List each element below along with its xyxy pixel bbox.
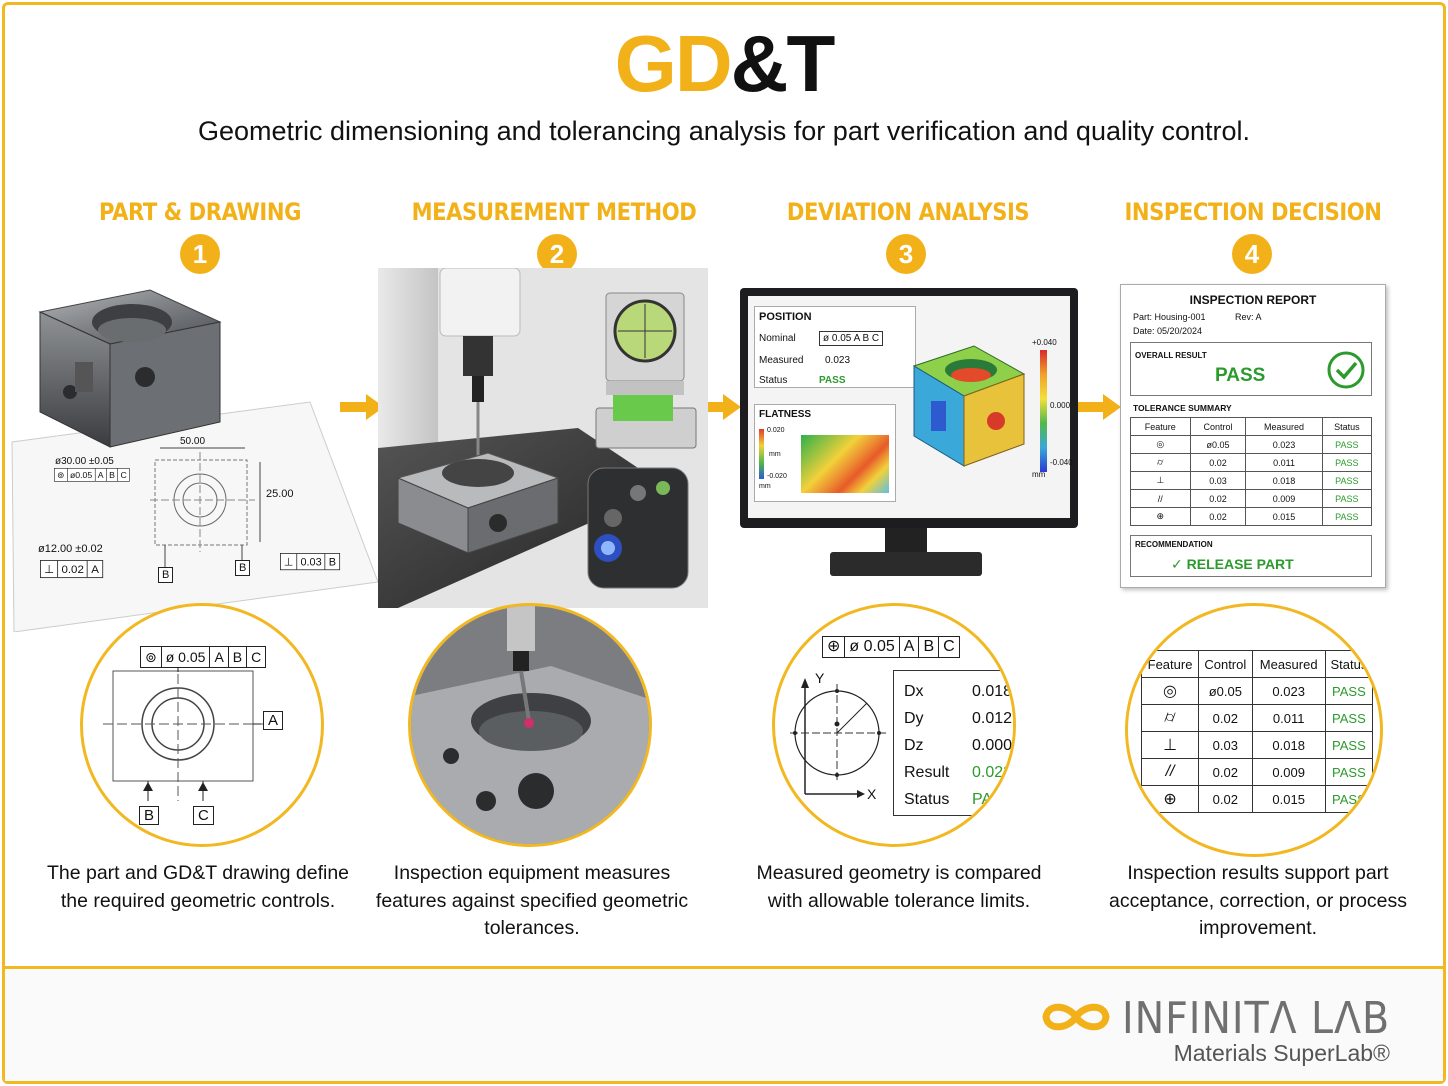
parallelism-icon: // <box>1130 489 1191 508</box>
drawing-hole-dimension: ø12.00 ±0.02 <box>38 543 103 555</box>
company-logo-text: INFINITΛ LΛB <box>1122 993 1391 1044</box>
flatness-color-scale <box>759 429 764 479</box>
deviation-results-panel: Dx 0.018 Dy 0.012 Dz 0.000 Result 0.023 … <box>893 670 1013 816</box>
step-2-caption: Inspection equipment measures features a… <box>375 862 689 939</box>
infinity-logo-icon <box>1042 1003 1110 1031</box>
drawing-height-dimension: 25.00 <box>266 488 294 500</box>
step-3-caption: Measured geometry is compared with allow… <box>756 862 1042 912</box>
monitor-neck <box>885 528 927 554</box>
check-circle-icon <box>1327 351 1365 389</box>
arrow-right-icon <box>697 394 741 420</box>
step-2-number: 2 <box>537 234 577 274</box>
page-subtitle: Geometric dimensioning and tolerancing a… <box>197 116 1251 146</box>
nominal-value: ø 0.05 A B C <box>819 331 884 346</box>
overall-result-value: PASS <box>1215 365 1266 386</box>
step-3-title: DEVIATION ANALYSIS <box>786 198 1030 226</box>
deviation-color-scale <box>1040 350 1047 472</box>
step-1-caption: The part and GD&T drawing define the req… <box>46 862 350 912</box>
position-label: POSITION <box>759 311 812 323</box>
flatness-heatmap <box>801 435 889 493</box>
status-value: PASS <box>819 375 846 386</box>
step-3-number: 3 <box>886 234 926 274</box>
footer <box>5 969 1443 1081</box>
footer-divider <box>5 966 1443 969</box>
arrow-right-icon <box>340 394 384 420</box>
company-tagline: Materials SuperLab® <box>1173 1040 1390 1066</box>
position-panel: POSITION Nominal ø 0.05 A B C Measured 0… <box>754 306 916 388</box>
measurement-equipment-illustration <box>378 268 708 608</box>
position-icon: ⊕ <box>1130 507 1191 526</box>
drawing-datum-b-right: B <box>235 560 251 576</box>
concentricity-icon: ◎ <box>1140 677 1200 705</box>
status-label: Status <box>759 375 788 386</box>
zoom-datum-c: C <box>193 806 214 825</box>
page-title: GD&T <box>614 19 836 108</box>
step-4-caption: Inspection results support part acceptan… <box>1108 862 1408 939</box>
arrow-right-icon <box>1077 394 1121 420</box>
cylindricity-icon: ⌭ <box>1130 453 1191 472</box>
drawing-width-dimension: 50.00 <box>180 436 206 447</box>
drawing-datum-b: B <box>158 567 174 583</box>
monitor-stand <box>830 552 982 576</box>
report-title: INSPECTION REPORT <box>1189 293 1317 307</box>
flatness-panel: FLATNESS 0.020 mm -0.020 mm <box>754 404 896 502</box>
perpendicularity-icon: ⊥ <box>1130 471 1191 490</box>
flatness-label: FLATNESS <box>759 409 812 420</box>
tolerance-summary-label: TOLERANCE SUMMARY <box>1133 403 1232 413</box>
position-icon: ⊕ <box>823 637 846 657</box>
step-2-title: MEASUREMENT METHOD <box>411 198 697 226</box>
concentricity-icon: ⊚ <box>141 647 162 667</box>
drawing-bore-dimension: ø30.00 ±0.05 <box>55 456 114 467</box>
measured-value: 0.023 <box>825 355 851 366</box>
perpendicularity-icon: ⊥ <box>1140 731 1200 759</box>
measured-label: Measured <box>759 355 804 366</box>
step-4-number: 4 <box>1232 234 1272 274</box>
concentricity-icon: ◎ <box>1130 435 1191 454</box>
step-1-number: 1 <box>180 234 220 274</box>
zoom-datum-b: B <box>139 806 160 825</box>
probe-zoom-circle <box>408 603 652 847</box>
part-and-drawing-illustration <box>11 289 379 632</box>
report-rev: Rev: A <box>1235 312 1262 322</box>
monitor: POSITION Nominal ø 0.05 A B C Measured 0… <box>740 288 1078 528</box>
position-icon: ⊕ <box>1140 785 1200 813</box>
zoom-datum-a: A <box>263 711 284 730</box>
deviation-position-plot <box>790 678 887 798</box>
checkmark-icon: ✓ <box>1171 556 1187 572</box>
report-date: Date: 05/20/2024 <box>1133 326 1203 336</box>
recommendation-box: RECOMMENDATION ✓ RELEASE PART <box>1130 535 1372 577</box>
step-4-title: INSPECTION DECISION <box>1124 198 1382 226</box>
deviation-3d-part <box>912 345 1026 467</box>
inspection-report: INSPECTION REPORT Part: Housing-001 Rev:… <box>1120 284 1386 588</box>
cylindricity-icon: ⌭ <box>1140 704 1200 732</box>
nominal-label: Nominal <box>759 333 796 344</box>
recommendation-value: RELEASE PART <box>1186 556 1294 572</box>
step-1-title: PART & DRAWING <box>99 198 301 226</box>
parallelism-icon: // <box>1140 758 1200 786</box>
monitor-screen: POSITION Nominal ø 0.05 A B C Measured 0… <box>748 296 1073 518</box>
overall-result-box: OVERALL RESULT PASS <box>1130 342 1372 396</box>
report-part: Part: Housing-001 <box>1133 312 1206 322</box>
